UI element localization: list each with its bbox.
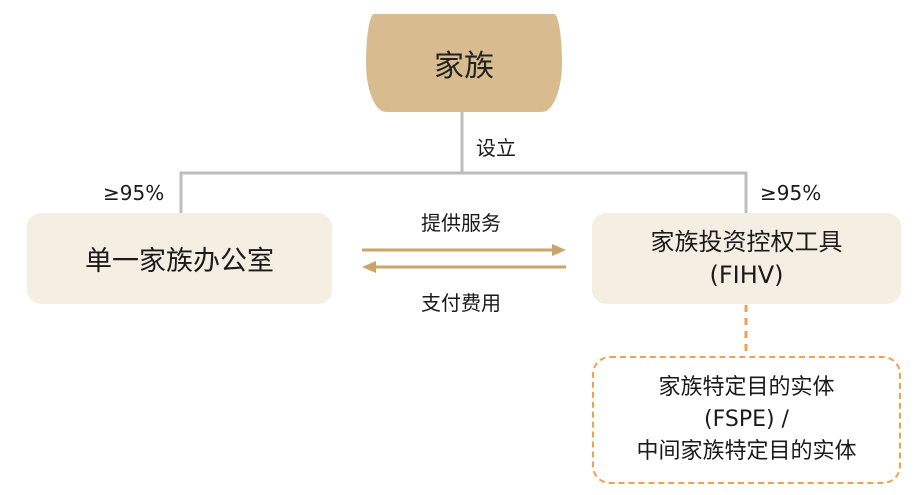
fspe-line1: 家族特定目的实体 (658, 375, 835, 400)
arrow-right-head (552, 244, 566, 256)
left-percent-label: ≥95% (103, 181, 165, 205)
single-family-office-box: 单一家族办公室 (27, 213, 332, 304)
provide-service-label: 提供服务 (421, 211, 501, 235)
fihv-line1: 家族投资控权工具 (650, 227, 843, 256)
right-percent-label: ≥95% (760, 181, 822, 205)
fspe-box: 家族特定目的实体 (FSPE) / 中间家族特定目的实体 (592, 356, 901, 484)
single-family-office-label: 单一家族办公室 (85, 246, 274, 277)
arrow-left-head (362, 261, 376, 273)
fihv-box: 家族投资控权工具 (FIHV) (592, 213, 901, 304)
fihv-line2: (FIHV) (709, 260, 784, 289)
family-node: 家族 (366, 14, 562, 112)
setup-label: 设立 (476, 136, 516, 160)
fspe-line3: 中间家族特定目的实体 (636, 439, 857, 464)
fspe-line2: (FSPE) / (704, 407, 789, 432)
family-node-label: 家族 (434, 49, 494, 84)
pay-fee-label: 支付费用 (421, 291, 501, 315)
